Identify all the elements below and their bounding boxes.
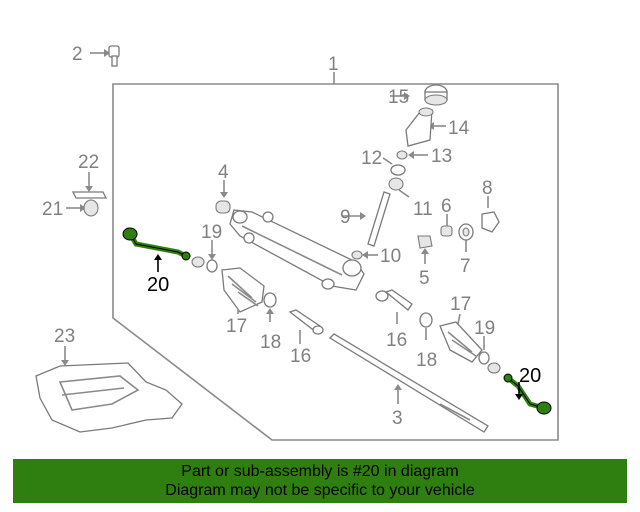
part-20-tie-rod-end-right [503, 373, 552, 415]
part-11-seal [388, 177, 410, 198]
footer-line-1: Part or sub-assembly is #20 in diagram [181, 463, 459, 480]
callout-14: 14 [448, 118, 470, 139]
part-16-inner-tie-rod-right [375, 289, 413, 324]
callout-15: 15 [388, 87, 409, 108]
part-4-bushing [215, 180, 231, 214]
callout-17-right: 17 [450, 294, 471, 315]
part-16-inner-tie-rod-left [288, 309, 324, 344]
part-22-clip [71, 172, 108, 199]
part-18-clamp-right [419, 312, 433, 340]
part-18-clamp-left [263, 292, 277, 322]
callout-7: 7 [460, 256, 471, 277]
callout-5: 5 [419, 268, 430, 289]
part-8-plate [481, 196, 500, 233]
part-19-clamp-right [478, 336, 501, 374]
part-5-bushing [417, 235, 433, 264]
part-2-bolt [90, 45, 120, 67]
callout-21: 21 [42, 199, 63, 220]
part-21-grommet [66, 199, 99, 217]
footer-banner: Part or sub-assembly is #20 in diagram D… [13, 459, 627, 503]
part-9-shaft [342, 191, 391, 247]
part-7-grommet [458, 223, 474, 252]
part-19-clamp-left [191, 240, 218, 273]
assembly-frame [112, 83, 559, 441]
callout-16-right: 16 [386, 330, 407, 351]
callout-13: 13 [431, 146, 452, 167]
part-12-washer [382, 157, 406, 176]
part-14-boot [405, 107, 446, 147]
part-6-plug [440, 214, 453, 237]
callout-20-right: 20 [519, 365, 541, 387]
callout-4: 4 [218, 162, 229, 183]
callout-23: 23 [54, 326, 75, 347]
part-23-shield [35, 346, 183, 433]
callout-19-right: 19 [474, 318, 495, 339]
part-13-nut [396, 150, 428, 160]
callout-16-left: 16 [290, 346, 311, 367]
part-15-cap [390, 84, 448, 106]
callout-10: 10 [380, 246, 401, 267]
callout-12: 12 [361, 148, 382, 169]
rack-housing [229, 209, 365, 291]
callout-22: 22 [78, 152, 99, 173]
part-17-boot-left [221, 267, 265, 314]
callout-6: 6 [441, 196, 452, 217]
callout-11: 11 [413, 199, 433, 220]
callout-19-left: 19 [201, 222, 222, 243]
callout-9: 9 [340, 207, 351, 228]
callout-17-left: 17 [226, 316, 247, 337]
part-3-rack-bar [328, 333, 489, 433]
callout-18-right: 18 [416, 350, 437, 371]
callout-3: 3 [392, 408, 403, 429]
part-17-boot-right [439, 313, 483, 363]
callout-2: 2 [72, 44, 83, 65]
footer-line-2: Diagram may not be specific to your vehi… [165, 482, 475, 499]
part-20-tie-rod-end-left [122, 227, 191, 272]
callout-18-left: 18 [260, 332, 281, 353]
callout-8: 8 [482, 178, 493, 199]
callout-1: 1 [328, 54, 339, 75]
callout-20-left: 20 [147, 274, 169, 296]
part-10-nut [351, 250, 378, 260]
